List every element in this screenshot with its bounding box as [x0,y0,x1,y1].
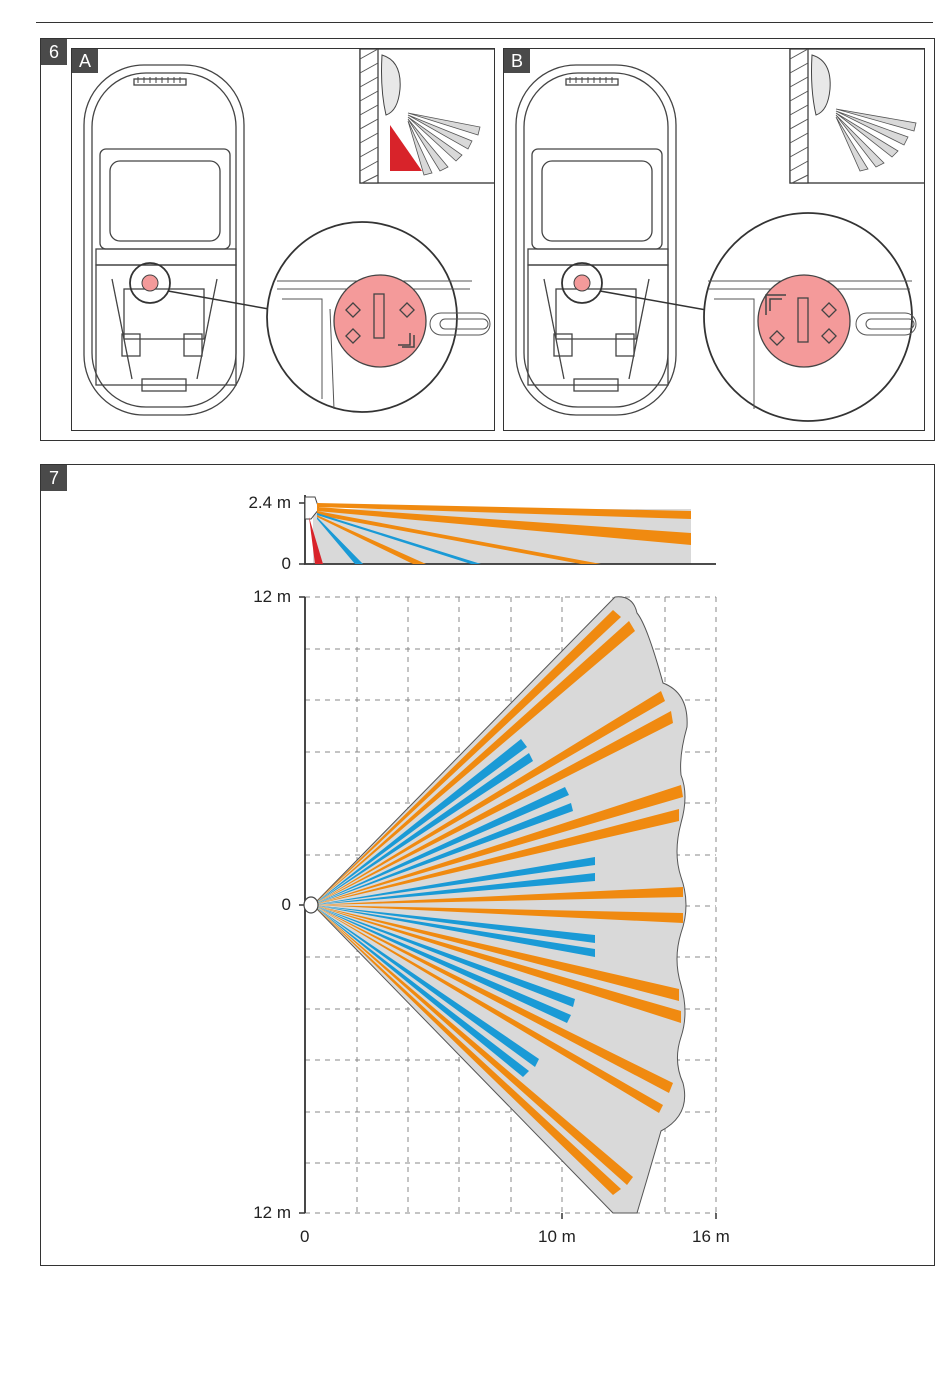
detector-housing [516,65,676,415]
panel-a: A [71,48,495,431]
side-view [299,495,716,564]
detector-origin [304,897,318,913]
detector-housing [84,65,244,415]
panel-b: B [503,48,925,431]
top-view [299,597,716,1219]
top-view-x-label-16m: 16 m [692,1227,730,1247]
magnified-lens-detail [267,222,490,412]
coverage-area [313,597,687,1213]
wall-mount-inset [360,49,495,183]
detector-illustration-b [504,49,925,431]
top-view-y-top-label: 12 m [253,587,291,607]
top-view-y-mid-label: 0 [282,895,291,915]
panel-b-label: B [504,49,530,73]
side-view-y-zero-label: 0 [282,554,291,574]
page-top-rule [36,22,933,23]
vent-slots [570,77,612,83]
figure-7: 7 [40,464,935,1266]
vent-slots [138,77,180,83]
side-view-y-top-label: 2.4 m [248,493,291,513]
figure-6: 6 A [40,38,935,441]
detector-illustration-a [72,49,495,431]
panel-a-label: A [72,49,98,73]
coverage-diagram [41,465,936,1267]
wall-mount-inset [790,49,925,183]
figure-6-number: 6 [41,39,67,65]
top-view-y-bottom-label: 12 m [253,1203,291,1223]
top-view-x-label-0: 0 [300,1227,309,1247]
top-view-x-label-10m: 10 m [538,1227,576,1247]
magnified-lens-detail [704,213,916,421]
